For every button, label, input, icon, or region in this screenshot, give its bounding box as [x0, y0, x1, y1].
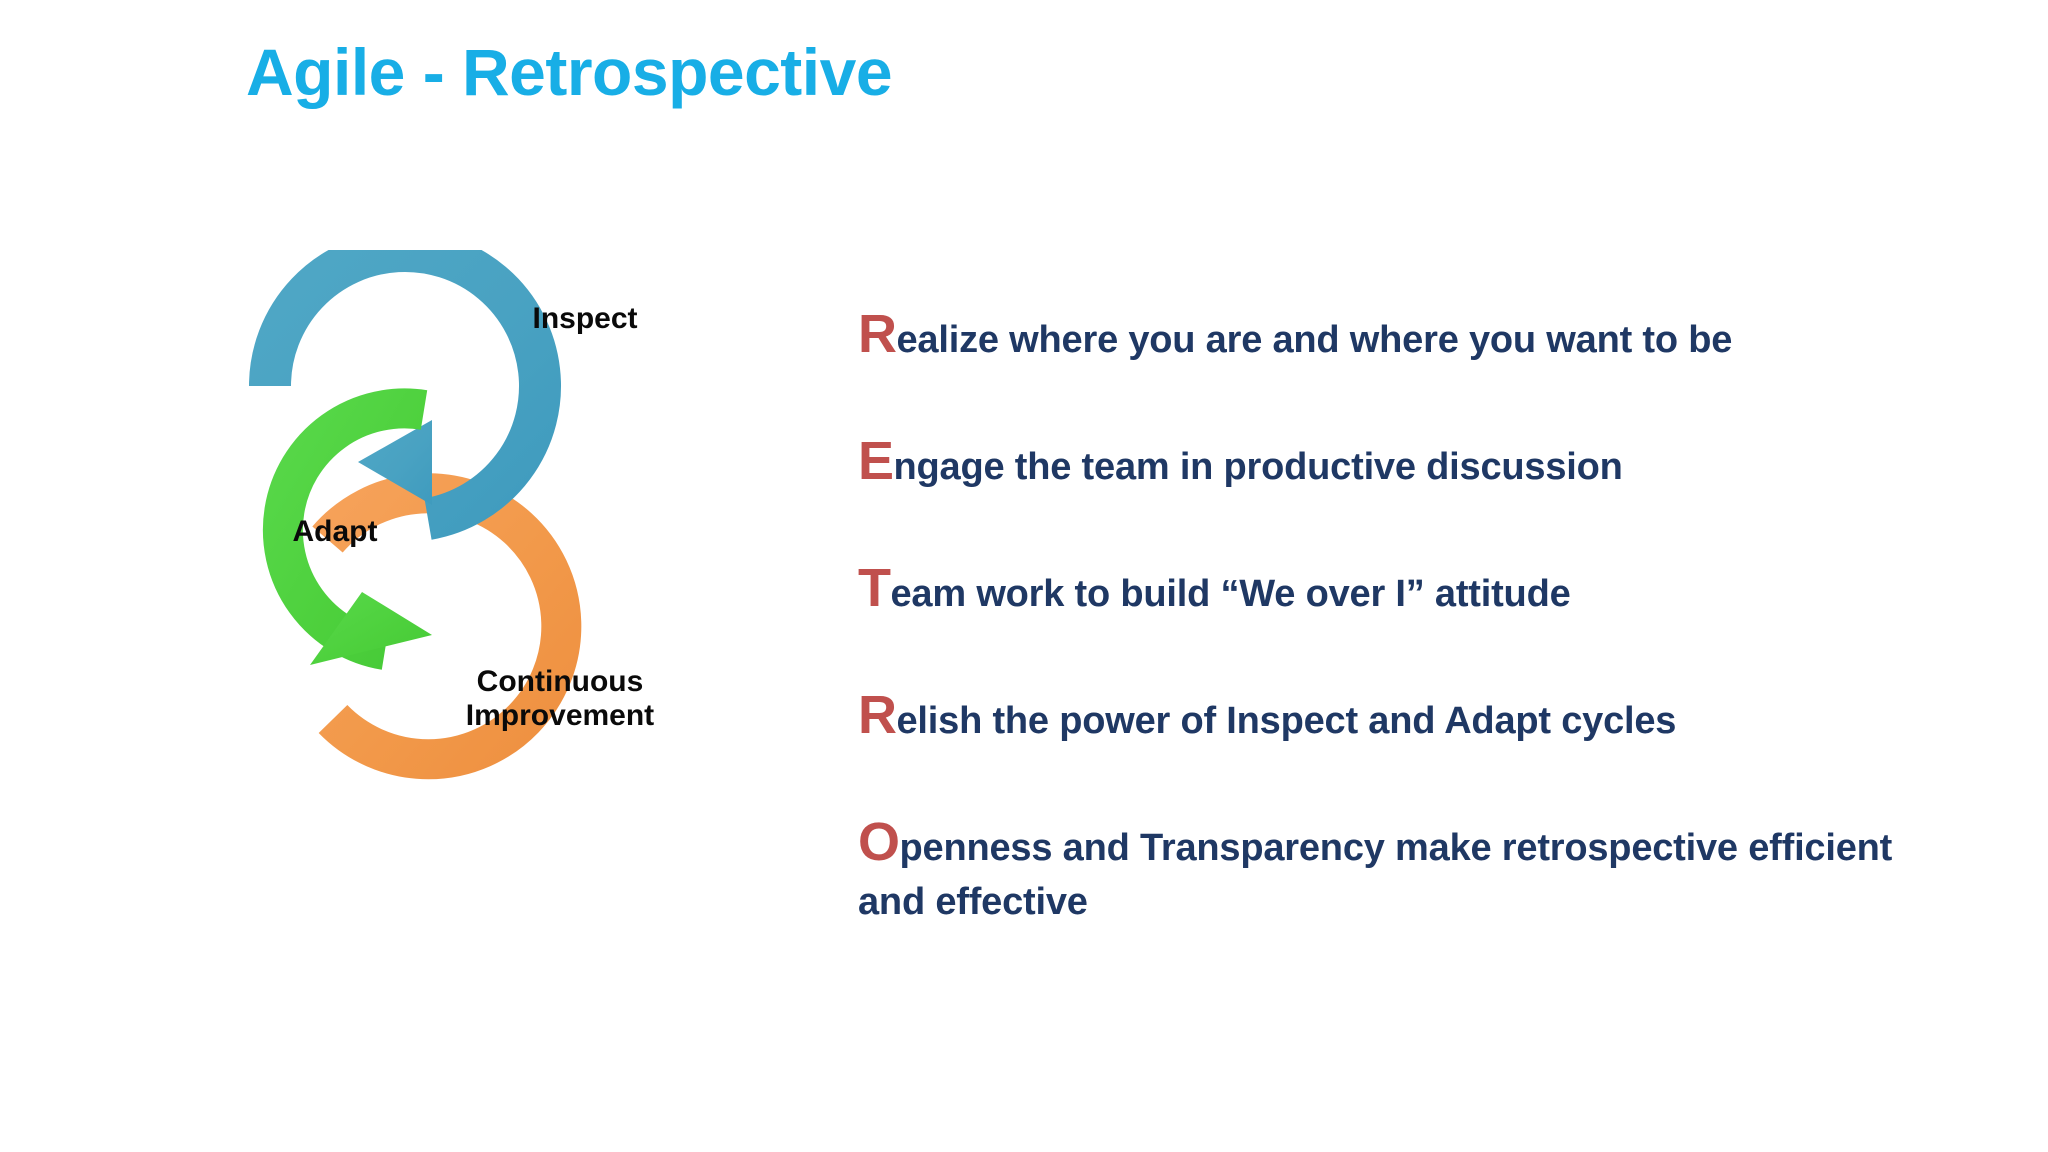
acronym-text-r1: ealize where you are and where you want …: [896, 319, 1733, 361]
retro-acronym-list: Realize where you are and where you want…: [858, 300, 1958, 926]
arc-inspect: [249, 250, 561, 540]
arrowhead-inspect: [358, 420, 432, 505]
acronym-text-e: ngage the team in productive discussion: [893, 446, 1623, 489]
acronym-item-realize: Realize where you are and where you want…: [858, 300, 1958, 369]
page-title: Agile - Retrospective: [246, 35, 893, 109]
acronym-cap-r1: R: [858, 304, 897, 364]
arc-adapt: [262, 388, 432, 670]
acronym-cap-t: T: [858, 558, 891, 619]
acronym-text-o: penness and Transparency make retrospect…: [858, 827, 1893, 923]
cycle-diagram-svg: [249, 250, 582, 780]
arrowhead-adapt: [310, 592, 432, 665]
acronym-text-r2: elish the power of Inspect and Adapt cyc…: [896, 700, 1677, 743]
acronym-cap-o: O: [858, 812, 900, 873]
acronym-item-engage: Engage the team in productive discussion: [858, 427, 1958, 496]
acronym-item-openness: Openness and Transparency make retrospec…: [858, 808, 1958, 926]
acronym-cap-r2: R: [858, 685, 897, 746]
acronym-text-t: eam work to build “We over I” attitude: [890, 573, 1571, 616]
acronym-cap-e: E: [858, 431, 894, 492]
acronym-item-relish: Relish the power of Inspect and Adapt cy…: [858, 681, 1958, 750]
acronym-item-team: Team work to build “We over I” attitude: [858, 554, 1958, 623]
cycle-diagram: Inspect Adapt Continuous Improvement: [170, 250, 770, 970]
